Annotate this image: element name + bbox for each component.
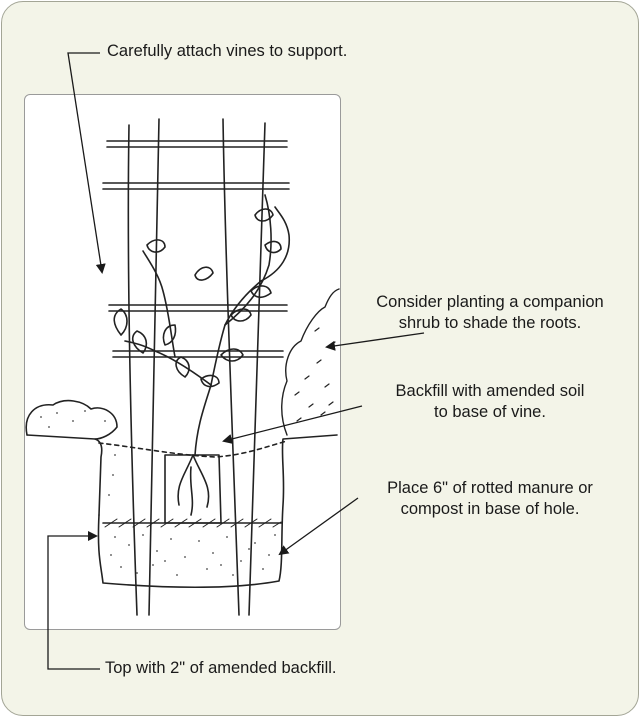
trellis-post-2 bbox=[148, 118, 160, 616]
roots bbox=[177, 454, 210, 516]
ground-line bbox=[26, 434, 103, 516]
vine-trunk bbox=[194, 280, 262, 456]
companion-shrub bbox=[281, 288, 340, 436]
leaf-4 bbox=[175, 356, 190, 378]
leaf-5 bbox=[220, 348, 244, 362]
leader-backfill bbox=[222, 405, 363, 444]
leader-attach-vines bbox=[67, 52, 106, 274]
leaf-10 bbox=[146, 239, 166, 253]
soil-surface-line bbox=[98, 440, 288, 458]
leader-top-with bbox=[47, 531, 100, 670]
trellis-post-4 bbox=[248, 122, 266, 616]
trellis-bar-2 bbox=[102, 182, 290, 190]
vine-arm-right bbox=[224, 194, 272, 326]
label-manure-line1: Place 6" of rotted manure or bbox=[387, 479, 593, 497]
label-backfill-line1: Backfill with amended soil bbox=[395, 382, 585, 400]
label-companion-line2: shrub to shade the roots. bbox=[398, 314, 582, 332]
label-manure-line2: compost in base of hole. bbox=[400, 500, 580, 518]
label-companion-line1: Consider planting a companion bbox=[376, 293, 604, 311]
leaf-12 bbox=[200, 374, 220, 388]
leader-manure bbox=[278, 497, 359, 556]
planting-sketch bbox=[25, 118, 340, 616]
root-ball bbox=[164, 454, 222, 524]
label-attach-vines: Carefully attach vines to support. bbox=[107, 42, 348, 60]
label-top-with: Top with 2" of amended backfill. bbox=[105, 659, 337, 677]
vine-branch bbox=[142, 250, 176, 358]
trellis-bar-1 bbox=[106, 140, 288, 148]
trellis-post-1 bbox=[127, 124, 138, 616]
label-companion-shrub: Consider planting a companion shrub to s… bbox=[342, 292, 638, 334]
leaf-8 bbox=[264, 240, 282, 254]
label-backfill-line2: to base of vine. bbox=[434, 403, 546, 421]
leaf-1 bbox=[113, 308, 128, 336]
leaf-11 bbox=[194, 266, 214, 281]
vine-tendril bbox=[260, 206, 290, 282]
leaf-3 bbox=[162, 324, 177, 346]
leaf-2 bbox=[131, 330, 148, 354]
hole-outline bbox=[97, 434, 338, 589]
leaf-9 bbox=[254, 208, 274, 222]
leaf-7 bbox=[250, 285, 272, 299]
label-backfill: Backfill with amended soil to base of vi… bbox=[352, 381, 628, 423]
compost-stipple bbox=[40, 410, 276, 576]
label-manure: Place 6" of rotted manure or compost in … bbox=[352, 478, 628, 520]
trellis-bar-3 bbox=[108, 304, 288, 312]
leader-companion-shrub bbox=[325, 332, 425, 351]
trellis-post-3 bbox=[222, 118, 240, 616]
soil-mound-left bbox=[25, 399, 118, 440]
grapevine-planting-illustration bbox=[24, 94, 341, 630]
leaf-6 bbox=[230, 308, 252, 322]
